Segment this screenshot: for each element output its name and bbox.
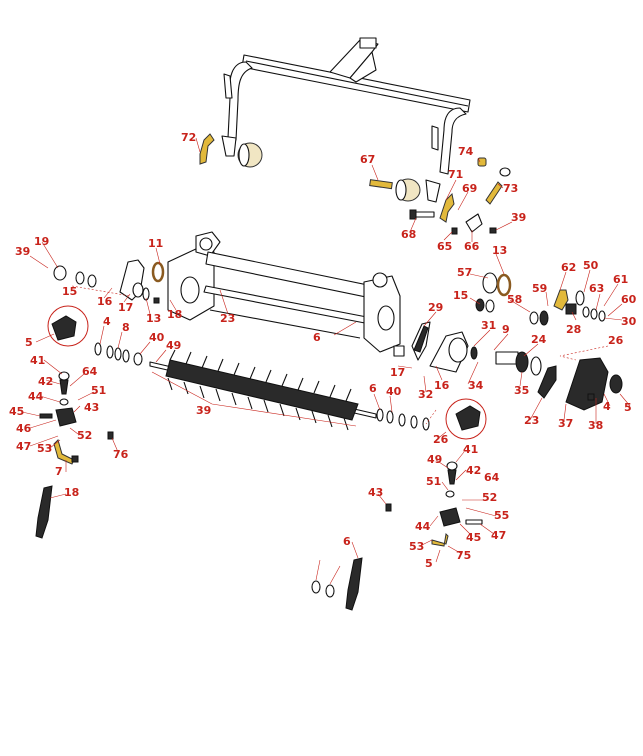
callout-58: 62 [561,261,576,274]
callout-13: 15 [453,289,468,302]
callout-13: 59 [532,282,547,295]
callout-53: 5 [425,557,433,570]
callout-4: 6 [369,382,377,395]
callout-62: 61 [613,273,628,286]
left-valve-assembly [35,315,114,539]
right-bearing-group [475,272,606,326]
carrier-frame [221,37,471,203]
callout-5: 8 [122,321,130,334]
callout-40: 41 [30,354,45,367]
callout-29: 9 [502,323,510,336]
callout-39: 39 [15,245,30,258]
callout-74: 74 [458,145,474,158]
callout-24: 6 [313,331,321,344]
callouts: 72 67 74 71 69 73 39 68 65 66 11 19 39 1… [9,131,637,570]
callout-60: 28 [566,323,581,336]
callout-7: 39 [196,404,211,417]
callout-35: 37 [558,417,573,430]
callout-16: 16 [97,295,113,308]
callout-38: 5 [624,401,632,414]
detail-ring-right [445,398,487,440]
callout-64: 52 [482,491,497,504]
callout-26: 5 [25,336,33,349]
callout-42: 44 [28,390,44,403]
callout-41: 42 [466,464,481,477]
callout-23: 23 [220,312,235,325]
callout-49: 64 [82,365,98,378]
callout-45: 47 [16,440,31,453]
reel-frame [167,231,405,357]
callout-32: 35 [514,384,529,397]
callout-11: 11 [148,237,163,250]
left-bearing-group [53,259,165,304]
reel [94,342,430,431]
callout-47: 53 [37,442,52,455]
callout-39: 39 [511,211,526,224]
callout-6: 4 [103,315,111,328]
callout-13: 13 [146,312,161,325]
callout-52: 43 [368,486,383,499]
callout-64: 51 [91,384,106,397]
callout-76: 18 [64,486,79,499]
callout-47: 75 [456,549,471,562]
callout-63: 30 [621,315,637,328]
callout-42: 51 [426,475,441,488]
leader-lines [21,137,631,585]
callout-18: 18 [167,308,182,321]
callout-72: 72 [181,131,196,144]
callout-26: 49 [427,453,442,466]
callout-67: 67 [360,153,375,166]
callout-19: 19 [34,235,49,248]
callout-59: 50 [583,259,599,272]
callout-51: 55 [494,509,509,522]
callout-45: 53 [409,540,424,553]
callout-41: 42 [38,375,53,388]
callout-46: 52 [77,429,92,442]
callout-53: 7 [55,465,63,478]
callout-5: 40 [386,385,402,398]
callout-65: 65 [437,240,452,253]
callout-66: 66 [464,240,480,253]
callout-68: 68 [401,228,416,241]
callout-15: 15 [62,285,77,298]
callout-75: 6 [343,535,351,548]
callout-30: 31 [481,319,496,332]
callout-16: 34 [468,379,484,392]
callout-52: 76 [113,448,129,461]
callout-55: 44 [415,520,431,533]
callout-37: 4 [603,400,611,413]
callout-23: 38 [588,419,603,432]
detail-ring-left [47,305,89,347]
callout-44: 45 [9,405,24,418]
right-valve-assembly [311,405,483,611]
callout-49: 64 [484,471,500,484]
callout-57: 57 [457,266,472,279]
callout-4: 40 [149,331,165,344]
callout-40: 41 [463,443,478,456]
callout-34: 23 [524,414,539,427]
callout-15: 58 [507,293,522,306]
callout-6: 26 [433,433,449,446]
callout-17: 32 [418,388,433,401]
callout-17: 17 [118,301,133,314]
callout-44: 47 [491,529,506,542]
callout-71: 71 [448,168,463,181]
callout-28: 29 [428,301,443,314]
callout-9: 26 [608,334,624,347]
upper-hardware [199,133,511,235]
callout-51: 43 [84,401,99,414]
callout-43: 46 [16,422,32,435]
callout-11: 13 [492,244,507,257]
callout-43: 45 [466,531,481,544]
callout-50: 60 [621,293,637,306]
callout-8: 49 [166,339,181,352]
callout-18: 17 [390,366,405,379]
callout-69: 69 [462,182,477,195]
callout-61: 63 [589,282,604,295]
callout-31: 24 [531,333,547,346]
callout-39: 16 [434,379,450,392]
callout-73: 73 [503,182,518,195]
drive-side-group [411,321,623,411]
